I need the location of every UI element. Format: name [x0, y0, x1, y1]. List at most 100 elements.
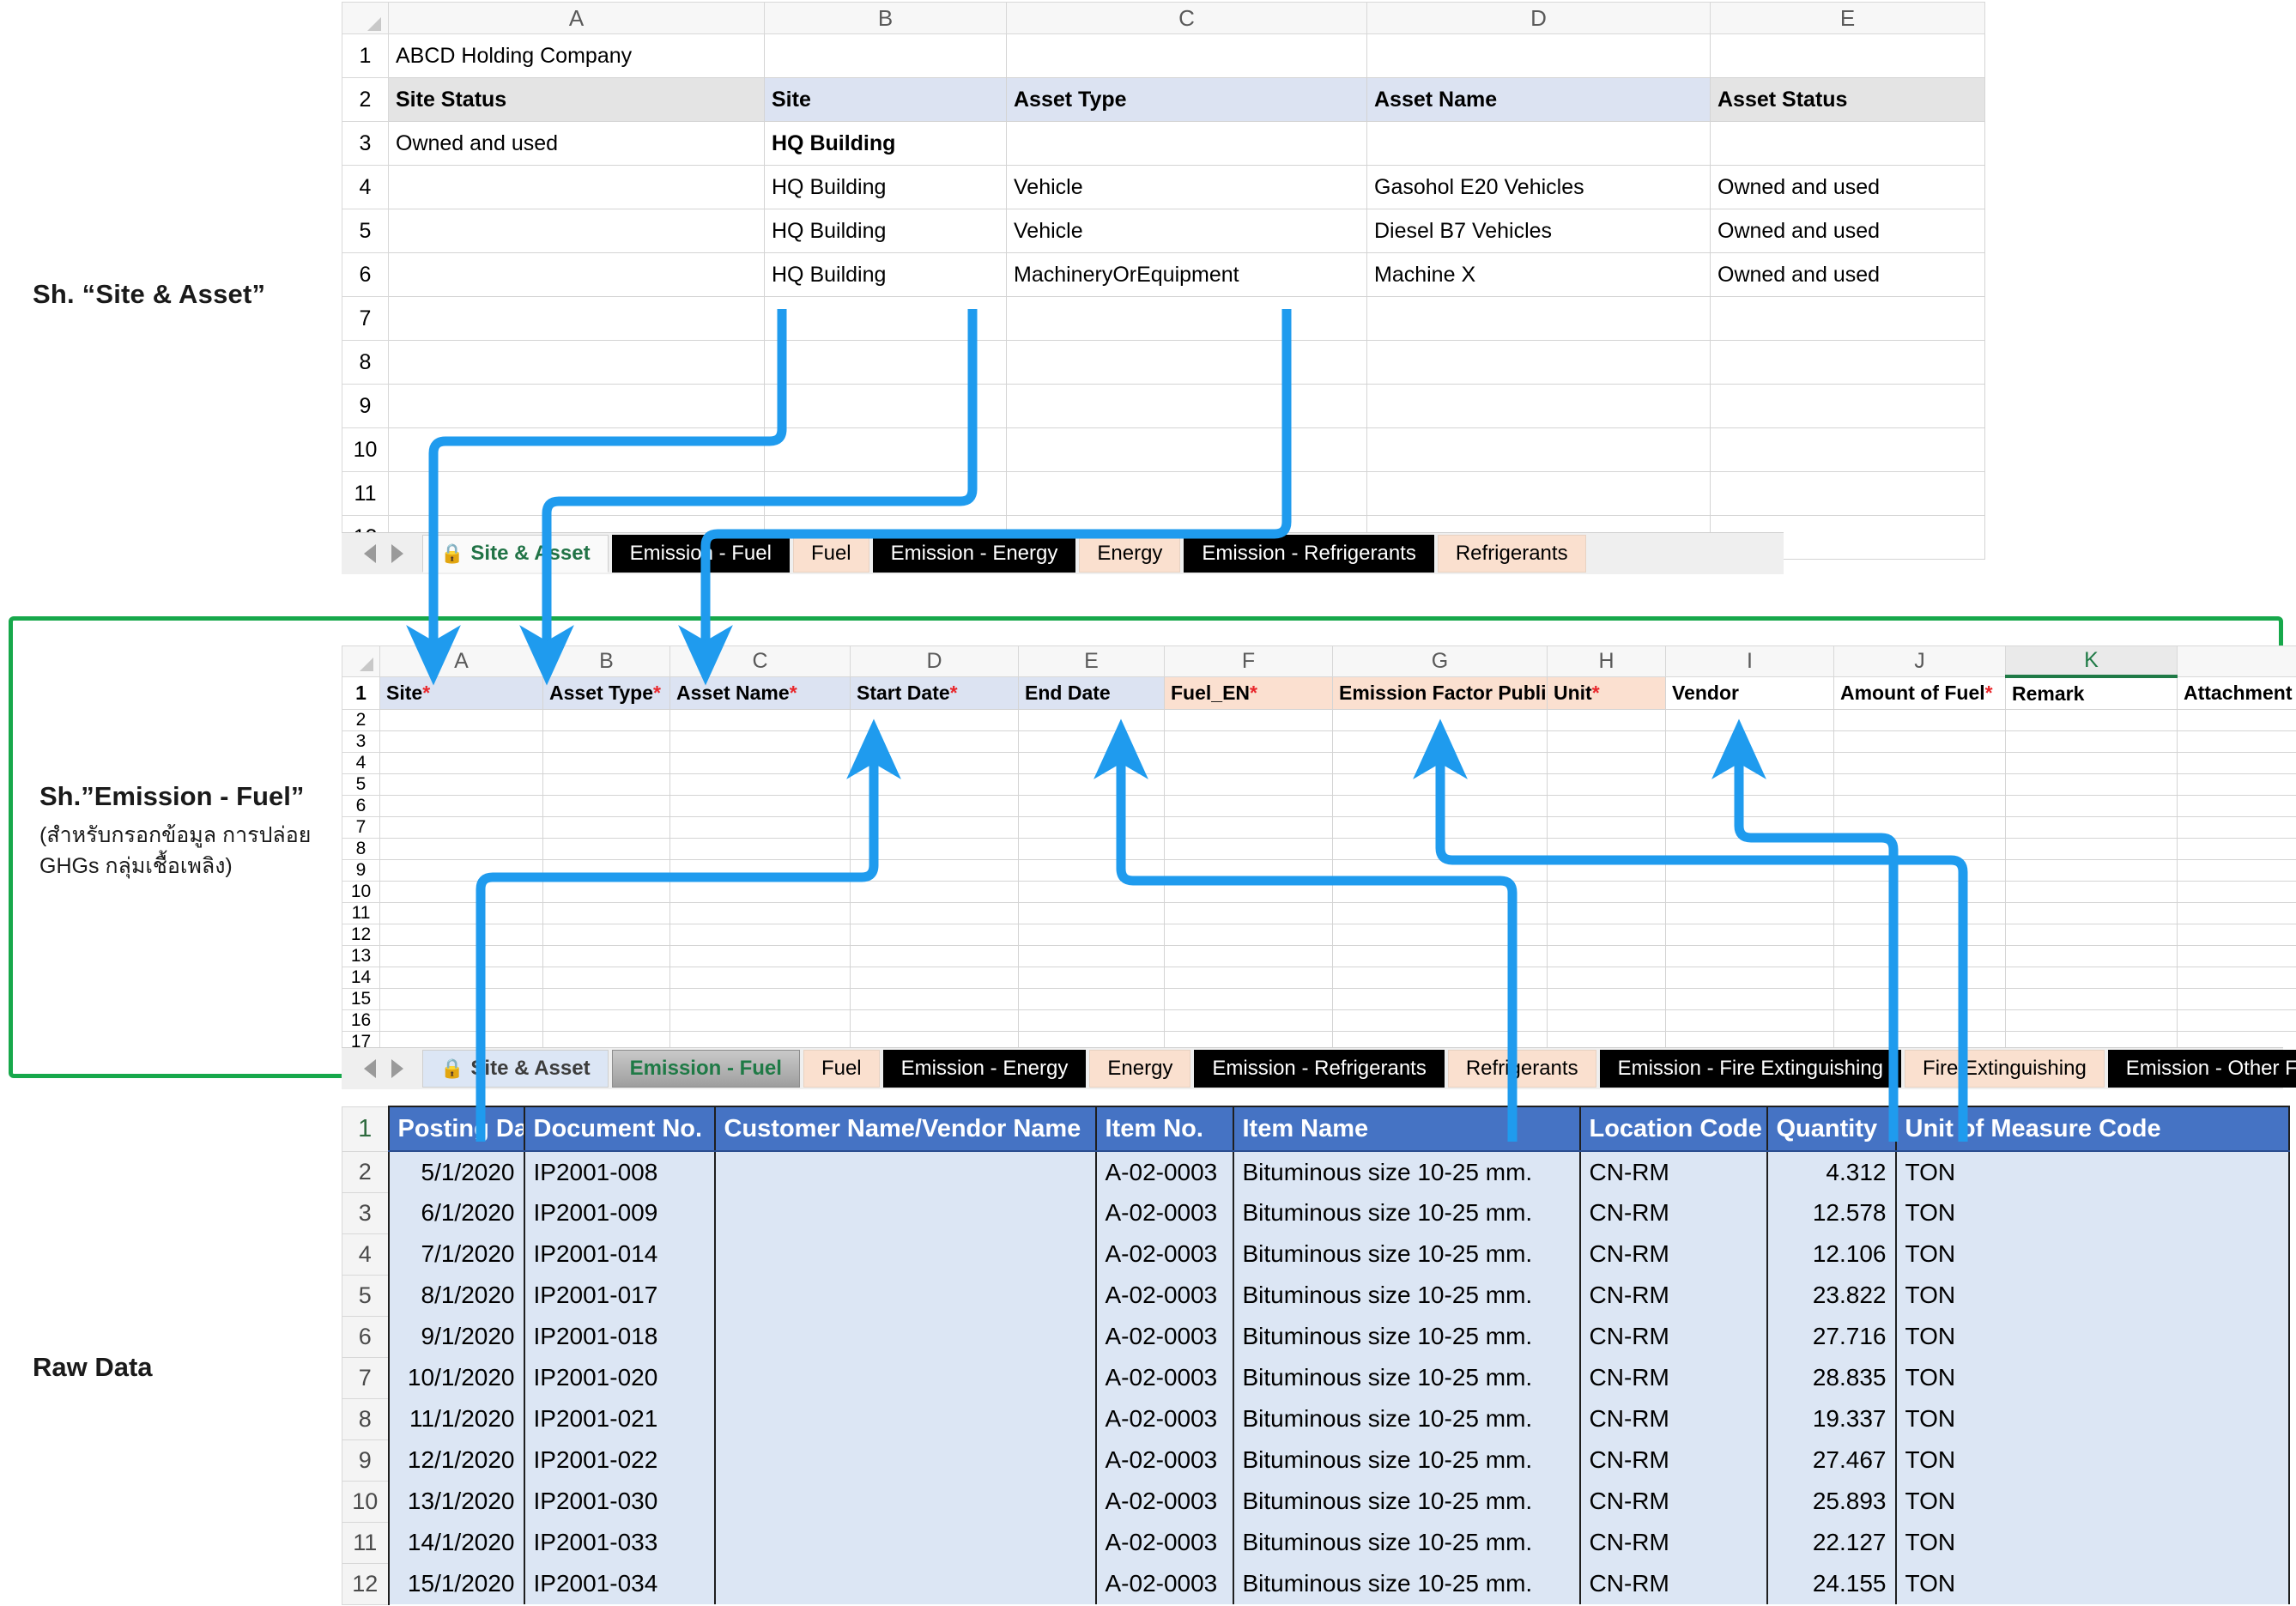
cell-C6[interactable]: MachineryOrEquipment [1006, 252, 1367, 297]
cell-7-4[interactable]: TON [1894, 1316, 2290, 1357]
cell-I5[interactable] [1665, 773, 1834, 796]
cell-B1[interactable]: Asset Type* [542, 676, 670, 710]
column-header-posting-date[interactable]: Posting Date [387, 1106, 525, 1152]
cell-G10[interactable] [1332, 881, 1548, 903]
cell-I8[interactable] [1665, 838, 1834, 860]
cell-1-2[interactable]: IP2001-014 [523, 1233, 716, 1275]
cell-B3[interactable] [542, 730, 670, 753]
cell-3-9[interactable]: A-02-0003 [1094, 1522, 1234, 1563]
cell-C2[interactable]: Asset Type [1006, 77, 1367, 122]
cell-F10[interactable] [1164, 881, 1333, 903]
row-header[interactable]: 10 [342, 881, 380, 903]
cell-3-10[interactable]: A-02-0003 [1094, 1563, 1234, 1604]
cell-A8[interactable] [388, 340, 765, 385]
cell-F7[interactable] [1164, 816, 1333, 839]
cell-J3[interactable] [1833, 730, 2006, 753]
cell-5-0[interactable]: CN-RM [1578, 1151, 1768, 1192]
cell-D10[interactable] [1366, 427, 1711, 472]
row-header[interactable]: 2 [342, 1150, 389, 1193]
column-header-customer-name-vendor-name[interactable]: Customer Name/Vendor Name [713, 1106, 1097, 1152]
cell-1-5[interactable]: IP2001-020 [523, 1357, 716, 1398]
sheet-tab-energy[interactable]: Energy [1079, 535, 1181, 573]
row-header[interactable]: 9 [342, 1439, 389, 1482]
cell-A4[interactable] [379, 752, 543, 774]
cell-K12[interactable] [2005, 924, 2178, 946]
cell-D8[interactable] [1366, 340, 1711, 385]
cell-B16[interactable] [542, 1009, 670, 1032]
cell-J7[interactable] [1833, 816, 2006, 839]
previous-sheet-icon[interactable] [364, 1059, 376, 1078]
cell-0-9[interactable]: 14/1/2020 [387, 1522, 525, 1563]
cell-K4[interactable] [2005, 752, 2178, 774]
cell-I16[interactable] [1665, 1009, 1834, 1032]
row-header[interactable]: 11 [342, 902, 380, 924]
cell-J10[interactable] [1833, 881, 2006, 903]
cell-D6[interactable] [850, 795, 1019, 817]
cell-C1[interactable] [1006, 33, 1367, 78]
cell-C5[interactable] [669, 773, 851, 796]
row-header[interactable]: 5 [342, 1274, 389, 1317]
cell-E5[interactable] [1018, 773, 1165, 796]
cell-D10[interactable] [850, 881, 1019, 903]
cell-4-3[interactable]: Bituminous size 10-25 mm. [1232, 1275, 1581, 1316]
cell-F14[interactable] [1164, 967, 1333, 989]
column-header-location-code[interactable]: Location Code [1578, 1106, 1768, 1152]
sheet-tab-emission-refrigerants[interactable]: Emission - Refrigerants [1184, 535, 1434, 573]
cell-B4[interactable]: HQ Building [764, 165, 1007, 209]
cell-A11[interactable] [388, 471, 765, 516]
cell-L13[interactable] [2177, 945, 2296, 967]
cell-F5[interactable] [1164, 773, 1333, 796]
cell-H9[interactable] [1547, 859, 1666, 882]
sheet-tab-emission-fuel[interactable]: Emission - Fuel [611, 535, 790, 573]
column-header-G[interactable]: G [1332, 645, 1548, 677]
cell-E4[interactable] [1018, 752, 1165, 774]
cell-C16[interactable] [669, 1009, 851, 1032]
cell-3-3[interactable]: A-02-0003 [1094, 1275, 1234, 1316]
row-header[interactable]: 7 [342, 816, 380, 839]
cell-4-9[interactable]: Bituminous size 10-25 mm. [1232, 1522, 1581, 1563]
cell-D11[interactable] [1366, 471, 1711, 516]
cell-J5[interactable] [1833, 773, 2006, 796]
cell-A9[interactable] [379, 859, 543, 882]
cell-4-10[interactable]: Bituminous size 10-25 mm. [1232, 1563, 1581, 1604]
cell-A5[interactable] [388, 209, 765, 253]
cell-G8[interactable] [1332, 838, 1548, 860]
row-header[interactable]: 3 [342, 730, 380, 753]
cell-D4[interactable]: Gasohol E20 Vehicles [1366, 165, 1711, 209]
cell-E5[interactable]: Owned and used [1710, 209, 1985, 253]
cell-J14[interactable] [1833, 967, 2006, 989]
cell-L10[interactable] [2177, 881, 2296, 903]
cell-C9[interactable] [1006, 384, 1367, 428]
cell-H12[interactable] [1547, 924, 1666, 946]
cell-G5[interactable] [1332, 773, 1548, 796]
cell-6-0[interactable]: 4.312 [1766, 1151, 1897, 1192]
cell-0-5[interactable]: 10/1/2020 [387, 1357, 525, 1398]
row-header[interactable]: 6 [342, 1315, 389, 1358]
cell-B10[interactable] [764, 427, 1007, 472]
cell-E1[interactable]: End Date [1018, 676, 1165, 710]
row-header[interactable]: 4 [342, 165, 389, 209]
cell-2-8[interactable] [713, 1481, 1097, 1522]
sheet-tab-refrigerants[interactable]: Refrigerants [1447, 1050, 1596, 1088]
row-header[interactable]: 12 [342, 924, 380, 946]
cell-E9[interactable] [1018, 859, 1165, 882]
cell-B6[interactable] [542, 795, 670, 817]
cell-5-10[interactable]: CN-RM [1578, 1563, 1768, 1604]
cell-I14[interactable] [1665, 967, 1834, 989]
cell-G9[interactable] [1332, 859, 1548, 882]
cell-4-5[interactable]: Bituminous size 10-25 mm. [1232, 1357, 1581, 1398]
cell-E8[interactable] [1710, 340, 1985, 385]
sheet-nav-arrows[interactable] [342, 544, 422, 563]
cell-C5[interactable]: Vehicle [1006, 209, 1367, 253]
column-header-D[interactable]: D [1366, 2, 1711, 34]
cell-E3[interactable] [1710, 121, 1985, 166]
row-header[interactable]: 7 [342, 296, 389, 341]
row-header[interactable]: 16 [342, 1009, 380, 1032]
cell-5-8[interactable]: CN-RM [1578, 1481, 1768, 1522]
cell-C4[interactable]: Vehicle [1006, 165, 1367, 209]
cell-D2[interactable]: Asset Name [1366, 77, 1711, 122]
cell-4-8[interactable]: Bituminous size 10-25 mm. [1232, 1481, 1581, 1522]
